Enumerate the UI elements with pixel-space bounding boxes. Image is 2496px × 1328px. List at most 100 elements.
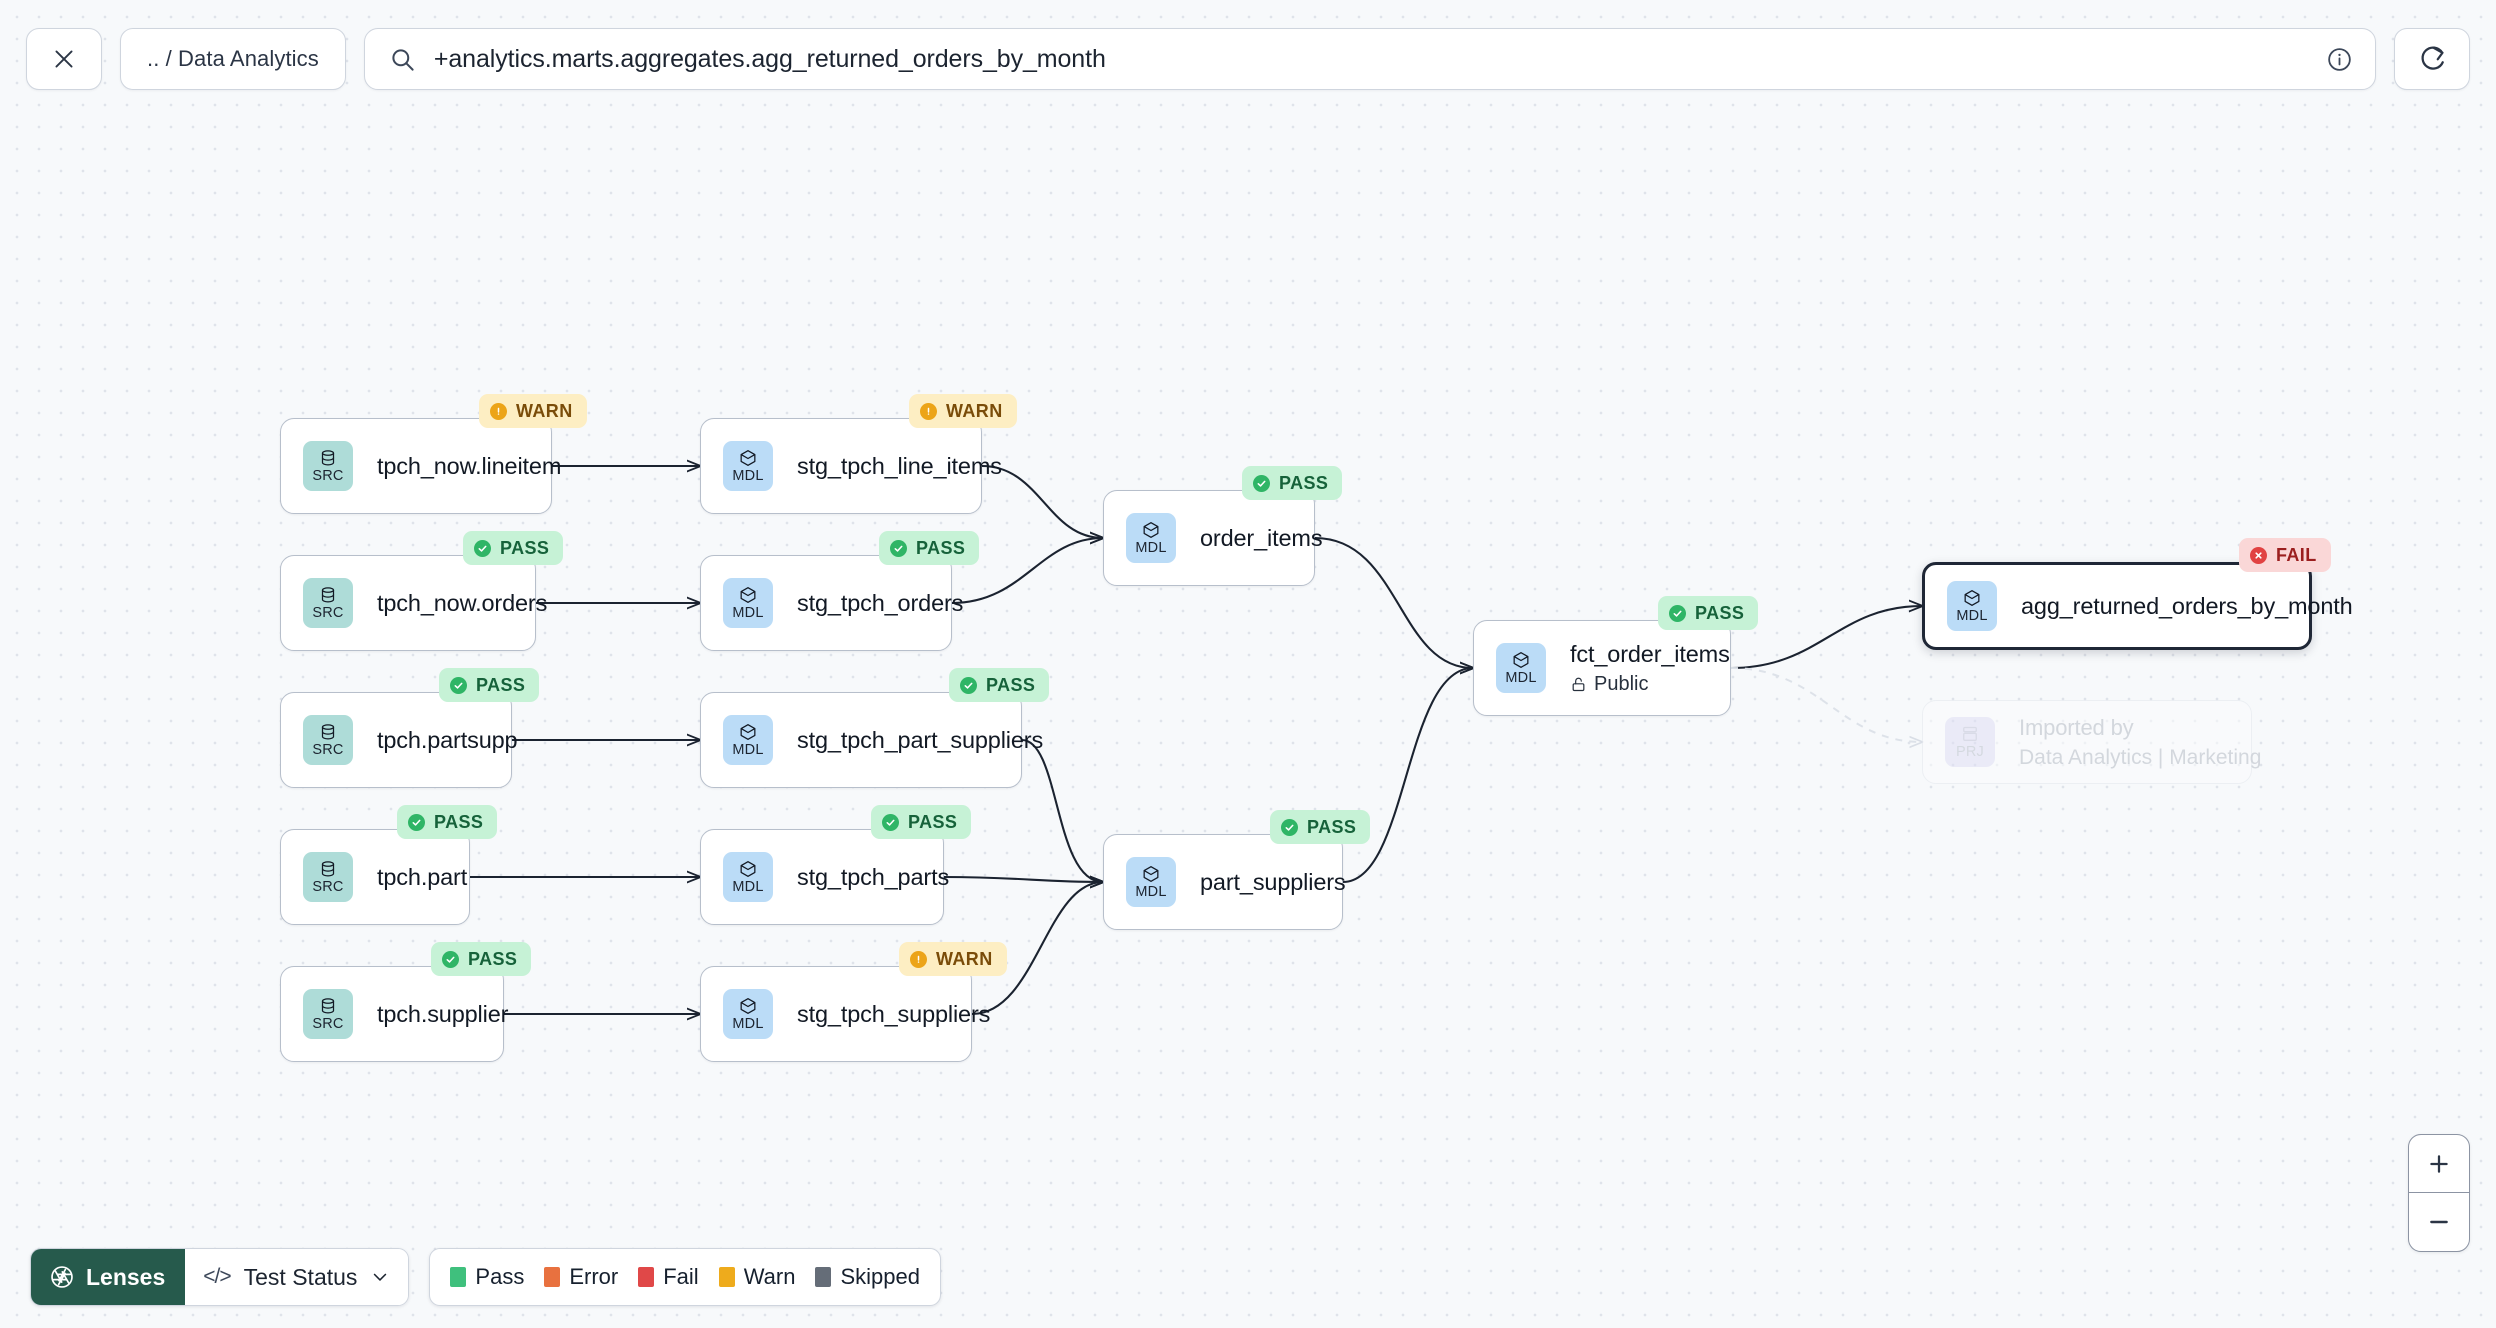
- status-badge-warn[interactable]: WARN: [479, 394, 587, 428]
- status-badge-label: WARN: [516, 400, 573, 421]
- minus-icon: [2430, 1220, 2448, 1224]
- status-badge-pass[interactable]: PASS: [431, 942, 532, 976]
- zoom-out-button[interactable]: [2409, 1193, 2469, 1251]
- node-stg-tpch-suppliers[interactable]: MDL stg_tpch_suppliers: [700, 966, 990, 1062]
- test-status-dropdown[interactable]: </> Test Status: [185, 1249, 409, 1305]
- status-badge-label: PASS: [1307, 816, 1357, 837]
- legend-swatch: [544, 1267, 561, 1287]
- check-circle-icon: [442, 950, 459, 968]
- node-title: stg_tpch_line_items: [797, 452, 1002, 479]
- status-badge-pass[interactable]: PASS: [439, 668, 540, 702]
- node-kind-label: MDL: [1505, 670, 1537, 687]
- edge-fct-to-agg: [1730, 606, 1922, 670]
- legend-item-warn[interactable]: Warn: [718, 1264, 796, 1290]
- edge-order-items-to-fct: [1314, 536, 1473, 668]
- lens-control-group: Lenses </> Test Status: [30, 1248, 410, 1306]
- status-badge-pass[interactable]: PASS: [871, 805, 972, 839]
- imported-by-project-name: Data Analytics | Marketing: [2019, 745, 2262, 769]
- legend-item-fail[interactable]: Fail: [638, 1264, 699, 1290]
- node-title: stg_tpch_parts: [797, 863, 950, 890]
- cube-icon: [740, 861, 756, 878]
- node-title: tpch_now.lineitem: [377, 452, 562, 479]
- node-title: part_suppliers: [1200, 868, 1346, 895]
- legend-item-skipped[interactable]: Skipped: [815, 1264, 920, 1290]
- database-icon: [321, 450, 335, 466]
- status-badge-fail[interactable]: FAIL: [2239, 538, 2331, 572]
- node-kind-badge-mdl: MDL: [723, 715, 773, 765]
- refresh-button[interactable]: [2394, 28, 2470, 90]
- node-kind-label: SRC: [312, 468, 344, 485]
- cube-icon: [740, 450, 756, 467]
- node-stg-tpch-line-items[interactable]: MDL stg_tpch_line_items: [700, 418, 1002, 514]
- search-input[interactable]: +analytics.marts.aggregates.agg_returned…: [363, 28, 2376, 90]
- node-kind-label: MDL: [1135, 540, 1167, 557]
- node-stg-tpch-part-suppliers[interactable]: MDL stg_tpch_part_suppliers: [700, 692, 1043, 788]
- lenses-button[interactable]: Lenses: [31, 1249, 186, 1305]
- status-badge-warn[interactable]: WARN: [909, 394, 1017, 428]
- node-tpch-now-lineitem[interactable]: SRC tpch_now.lineitem: [280, 418, 562, 514]
- check-circle-icon: [1253, 474, 1270, 492]
- node-title: tpch.supplier: [377, 1000, 509, 1027]
- status-badge-pass[interactable]: PASS: [1658, 596, 1759, 630]
- legend-label: Warn: [743, 1264, 796, 1289]
- node-kind-label: MDL: [732, 1016, 764, 1033]
- node-fct-order-items[interactable]: MDL fct_order_items Public: [1473, 620, 1731, 716]
- alert-circle-icon: [910, 950, 927, 968]
- legend-label: Fail: [663, 1264, 699, 1289]
- status-badge-pass[interactable]: PASS: [397, 805, 498, 839]
- info-icon[interactable]: [2326, 46, 2353, 73]
- database-icon: [321, 998, 335, 1014]
- node-kind-badge-mdl: MDL: [723, 441, 773, 491]
- check-circle-icon: [1669, 604, 1686, 622]
- status-badge-pass[interactable]: PASS: [463, 531, 564, 565]
- refresh-icon: [2421, 46, 2444, 70]
- plus-icon: [2430, 1154, 2448, 1173]
- node-imported-by-project: PRJ Imported by Data Analytics | Marketi…: [1922, 700, 2262, 784]
- node-kind-label: SRC: [312, 879, 344, 896]
- unlock-icon: [1572, 677, 1585, 691]
- status-badge-pass[interactable]: PASS: [879, 531, 980, 565]
- node-body: stg_tpch_part_suppliers: [797, 727, 1043, 754]
- test-status-label: Test Status: [243, 1263, 358, 1290]
- node-kind-badge-prj: PRJ: [1945, 717, 1995, 767]
- node-agg-returned-orders-by-month[interactable]: MDL agg_returned_orders_by_month: [1922, 562, 2353, 650]
- legend-item-error[interactable]: Error: [544, 1264, 618, 1290]
- zoom-in-button[interactable]: [2409, 1135, 2469, 1193]
- cube-icon: [740, 998, 756, 1015]
- node-visibility-label: Public: [1594, 672, 1649, 695]
- node-body: stg_tpch_line_items: [797, 452, 1002, 480]
- status-badge-pass[interactable]: PASS: [1242, 466, 1343, 500]
- node-body: stg_tpch_orders: [797, 590, 963, 617]
- node-kind-label: SRC: [312, 605, 344, 622]
- status-badge-label: FAIL: [2276, 544, 2317, 565]
- cube-icon: [740, 587, 756, 604]
- lenses-label: Lenses: [86, 1263, 166, 1290]
- search-value: +analytics.marts.aggregates.agg_returned…: [433, 44, 1106, 73]
- close-icon: [55, 50, 73, 68]
- breadcrumb[interactable]: .. / Data Analytics: [120, 28, 346, 90]
- status-badge-warn[interactable]: WARN: [899, 942, 1007, 976]
- legend-swatch: [718, 1267, 735, 1287]
- node-kind-label: PRJ: [1956, 744, 1984, 761]
- status-badge-label: PASS: [468, 948, 518, 969]
- cube-icon: [1143, 866, 1159, 883]
- legend-item-pass[interactable]: Pass: [450, 1264, 524, 1290]
- node-body: stg_tpch_suppliers: [797, 1001, 990, 1028]
- status-badge-pass[interactable]: PASS: [949, 668, 1050, 702]
- status-badge-pass[interactable]: PASS: [1270, 810, 1371, 844]
- cube-icon: [1143, 522, 1159, 539]
- status-badge-label: WARN: [946, 400, 1003, 421]
- cube-icon: [740, 724, 756, 741]
- close-button[interactable]: [26, 28, 102, 90]
- check-circle-icon: [474, 539, 491, 557]
